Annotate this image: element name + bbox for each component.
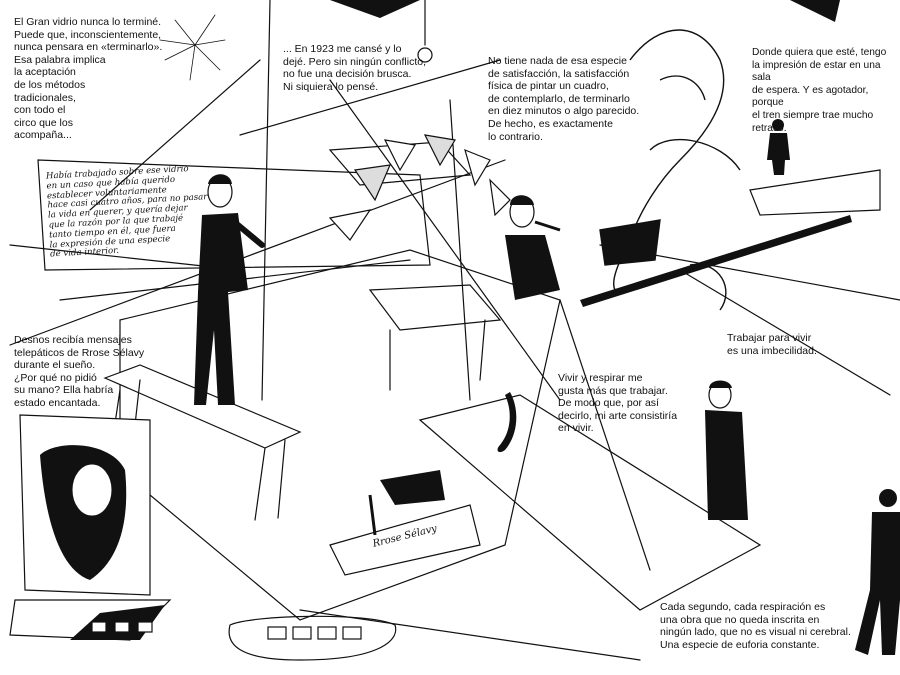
glass-pane-top-right bbox=[749, 169, 881, 216]
caption-gran-vidrio: El Gran vidrio nunca lo terminé. Puede q… bbox=[14, 16, 163, 142]
glass-pane-left bbox=[37, 159, 431, 271]
caption-cada-segundo: Cada segundo, cada respiración es una ob… bbox=[660, 601, 851, 651]
seated-man-figure bbox=[505, 195, 561, 300]
caption-desnos: Desnos recibía mensajes telepáticos de R… bbox=[14, 334, 145, 409]
caption-satisfaccion: No tiene nada de esa especie de satisfac… bbox=[488, 55, 640, 143]
caption-sala-de-espera: Donde quiera que esté, tengo la impresió… bbox=[752, 47, 887, 134]
sleeping-woman-portrait bbox=[19, 414, 151, 596]
smoking-man-figure bbox=[705, 380, 748, 520]
writing-hand bbox=[329, 470, 481, 576]
handwritten-note-text: Había trabajado sobre ese vidrio en un c… bbox=[45, 164, 208, 260]
small-man-figure bbox=[767, 119, 790, 175]
caption-1923: ... En 1923 me cansé y lo dejé. Pero sin… bbox=[283, 43, 427, 93]
standing-man-figure bbox=[194, 174, 265, 405]
handwritten-note: Había trabajado sobre ese vidrio en un c… bbox=[40, 164, 216, 260]
caption-vivir-y-respirar: Vivir y respirar me gusta más que trabaj… bbox=[558, 372, 678, 435]
abstract-bride-figure bbox=[599, 29, 741, 311]
walking-man-figure bbox=[855, 489, 900, 655]
bench-top bbox=[103, 364, 302, 449]
caption-trabajar-para-vivir: Trabajar para vivir es una imbecilidad. bbox=[727, 332, 817, 357]
glass-pane-right bbox=[418, 394, 762, 611]
